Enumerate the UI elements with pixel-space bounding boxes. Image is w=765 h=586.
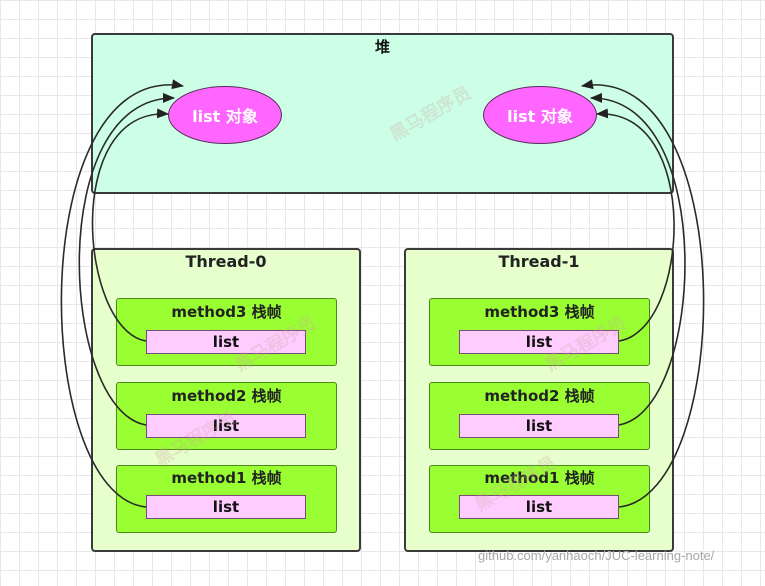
arrow-t1-method3 — [596, 108, 675, 342]
frame-title: method2 栈帧 — [484, 387, 595, 405]
frame-title: method3 栈帧 — [484, 303, 595, 321]
list-variable: list — [146, 495, 306, 519]
list-variable: list — [459, 495, 619, 519]
frame-title: method1 栈帧 — [171, 469, 282, 487]
list-variable: list — [459, 414, 619, 438]
frame-title: method3 栈帧 — [171, 303, 282, 321]
heap-title: 堆 — [374, 38, 390, 56]
arrow-t0-method3 — [91, 108, 169, 342]
frame-title: method1 栈帧 — [484, 469, 595, 487]
thread-1-title: Thread-1 — [498, 252, 580, 271]
frame-title: method2 栈帧 — [171, 387, 282, 405]
list-variable: list — [146, 330, 306, 354]
arrow-t0-method2 — [78, 92, 175, 426]
list-object-right: list 对象 — [483, 86, 597, 144]
arrow-t1-method2 — [590, 92, 686, 426]
arrow-t0-method1 — [60, 79, 184, 508]
list-variable: list — [146, 414, 306, 438]
source-credit: github.com/yanhaoch/JUC-learning-note/ — [478, 548, 715, 563]
arrow-t1-method1 — [581, 79, 705, 508]
thread-0-title: Thread-0 — [185, 252, 267, 271]
list-variable: list — [459, 330, 619, 354]
